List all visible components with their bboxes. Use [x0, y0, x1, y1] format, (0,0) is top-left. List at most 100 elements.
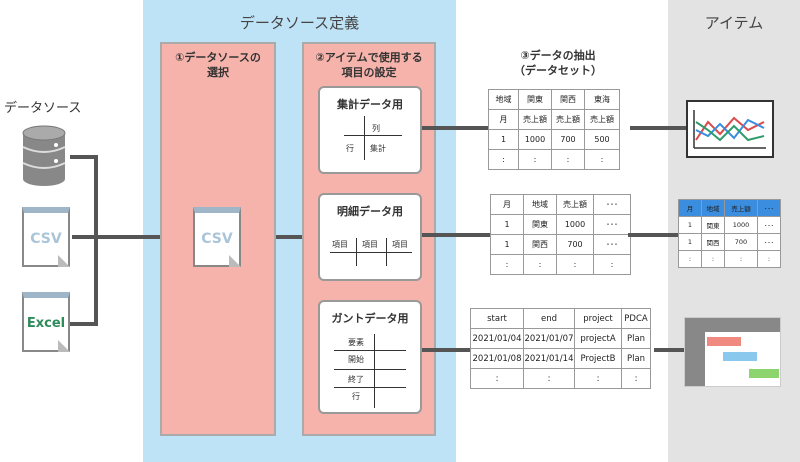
table-cell: :: [701, 250, 725, 268]
table-cell: project: [574, 308, 622, 329]
table-cell: PDCA: [621, 308, 651, 329]
excel-file-label: Excel: [26, 316, 66, 331]
item-title: アイテム: [704, 14, 764, 32]
gantt-bar-green: [749, 369, 779, 378]
table-cell: 700: [556, 234, 594, 255]
table-cell: :: [490, 254, 524, 275]
step1-csv-file-icon: CSV: [193, 207, 241, 267]
table-cell: :: [518, 149, 552, 170]
step3-title-line2: （データセット）: [514, 64, 602, 77]
connector-line: [70, 322, 96, 326]
gantt-data-card[interactable]: ガントデータ用 要素 開始 終了 行: [318, 300, 422, 414]
connector-line: [276, 235, 304, 239]
table-cell: 売上額: [551, 109, 585, 130]
table-row: ::::: [678, 250, 781, 268]
aggregate-agg-label: 集計: [370, 144, 386, 153]
table-cell: ･･･: [593, 194, 631, 215]
connector-line: [72, 235, 162, 239]
gantt-row-start: 開始: [348, 355, 364, 364]
table-cell: ･･･: [593, 214, 631, 235]
table-row: 月地域売上額･･･: [490, 194, 631, 215]
fold-corner: [58, 255, 70, 267]
table-cell: 東海: [584, 89, 620, 110]
step1-column: [160, 42, 276, 436]
table-cell: Plan: [621, 348, 651, 369]
table-row: 地域関東関西東海: [488, 89, 620, 110]
table-cell: 月: [490, 194, 524, 215]
table-cell: :: [724, 250, 758, 268]
axis-line: [334, 387, 406, 388]
table-cell: ProjectB: [574, 348, 622, 369]
table-cell: ･･･: [757, 233, 781, 251]
axis-line: [386, 238, 387, 266]
aggregate-col-label: 列: [372, 124, 380, 133]
step2-title: ②アイテムで使用する 項目の設定: [302, 50, 436, 80]
table-cell: 700: [551, 129, 585, 150]
gantt-header: [685, 318, 780, 332]
table-row: 月地域売上額･･･: [678, 199, 781, 217]
csv-file-label: CSV: [30, 231, 62, 247]
gantt-item-icon: [684, 317, 781, 387]
connector-line: [422, 126, 488, 130]
axis-line: [334, 350, 406, 351]
table-cell: :: [584, 149, 620, 170]
csv-file-icon: CSV: [22, 207, 70, 267]
database-icon: [22, 125, 66, 186]
table-cell: 関西: [701, 233, 725, 251]
detail-item-2: 項目: [362, 240, 378, 249]
table-cell: 月: [488, 109, 519, 130]
table-cell: 1000: [724, 216, 758, 234]
table-cell: 1: [488, 129, 519, 150]
connector-line: [94, 155, 98, 326]
connector-line: [654, 348, 684, 352]
table-cell: ･･･: [593, 234, 631, 255]
table-cell: 関西: [551, 89, 585, 110]
detail-card-title: 明細データ用: [337, 205, 403, 218]
table-row: ::::: [488, 149, 620, 170]
connector-line: [630, 126, 686, 130]
table-cell: 関東: [518, 89, 552, 110]
fold-corner: [229, 255, 241, 267]
table-cell: 1: [490, 234, 524, 255]
gantt-bar-blue: [723, 352, 757, 361]
detail-data-card[interactable]: 明細データ用 項目 項目 項目: [318, 193, 422, 281]
table-cell: :: [574, 368, 622, 389]
table-cell: :: [678, 250, 702, 268]
table-cell: :: [621, 368, 651, 389]
gantt-sidebar: [685, 332, 705, 386]
table-cell: 2021/01/14: [523, 348, 575, 369]
aggregate-card-title: 集計データ用: [337, 98, 403, 111]
table-cell: 関東: [523, 214, 557, 235]
table-row: 月売上額売上額売上額: [488, 109, 620, 130]
table-cell: 1000: [556, 214, 594, 235]
aggregate-row-label: 行: [346, 144, 354, 153]
table-cell: :: [488, 149, 519, 170]
gantt-card-title: ガントデータ用: [331, 312, 409, 325]
step3-title-line1: ③データの抽出: [520, 49, 596, 62]
step1-title-line2: 選択: [207, 66, 229, 79]
aggregate-data-card[interactable]: 集計データ用 列 行 集計: [318, 86, 422, 174]
table-cell: Plan: [621, 328, 651, 349]
table-cell: 関西: [523, 234, 557, 255]
table-cell: 2021/01/07: [523, 328, 575, 349]
table-cell: 関東: [701, 216, 725, 234]
table-cell: 月: [678, 199, 702, 217]
step1-title-line1: ①データソースの: [175, 51, 261, 64]
table-cell: :: [523, 254, 557, 275]
table-cell: ･･･: [757, 199, 781, 217]
gantt-row-element: 要素: [348, 338, 364, 347]
datasource-label: データソース: [4, 101, 82, 116]
axis-line: [364, 116, 365, 160]
table-cell: 売上額: [584, 109, 620, 130]
table-cell: 売上額: [724, 199, 758, 217]
axis-line: [330, 252, 412, 253]
gantt-row-row: 行: [352, 392, 360, 401]
